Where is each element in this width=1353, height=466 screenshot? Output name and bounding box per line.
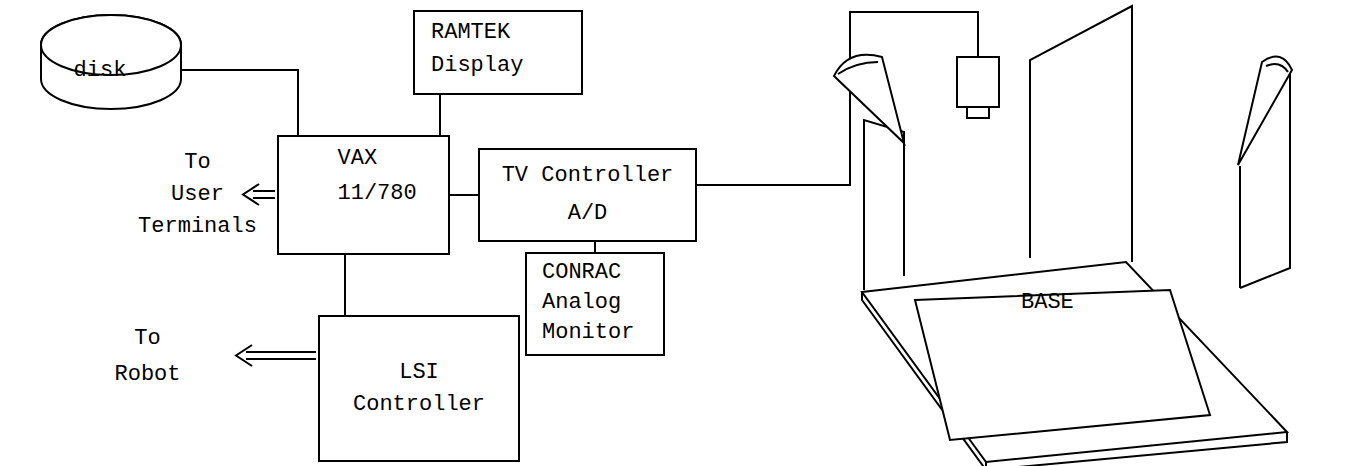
disk-drive: disk — [40, 13, 182, 113]
node-label: RAMTEK Display — [431, 16, 571, 82]
node-label: VAX 11/780 — [338, 141, 438, 211]
connector-line — [439, 95, 441, 135]
node-label: CONRAC Analog Monitor — [542, 258, 652, 348]
node-label: TV Controller A/D — [495, 157, 680, 233]
controller-box: TV Controller A/D — [478, 148, 697, 242]
lamp-rim — [1266, 64, 1288, 72]
computer-box: VAX 11/780 — [277, 135, 450, 255]
controller-box: LSI Controller — [318, 315, 520, 462]
base-area: BASE — [900, 285, 1215, 445]
double-arrow — [236, 345, 316, 366]
left-lamp — [834, 55, 904, 143]
camera-cable — [697, 12, 978, 185]
connector-line — [344, 255, 346, 315]
left-support — [864, 120, 904, 290]
camera-lens — [967, 107, 989, 118]
back-panel — [1030, 6, 1132, 262]
right-lamp — [1238, 57, 1292, 165]
base-platform — [862, 262, 1287, 462]
lamp-rim — [838, 62, 878, 74]
double-arrow — [243, 184, 275, 205]
node-label: BASE — [1021, 289, 1141, 317]
node-label: disk — [40, 57, 160, 85]
monitor-box: CONRAC Analog Monitor — [525, 252, 665, 356]
camera-body — [957, 57, 999, 107]
connector-line — [594, 242, 596, 252]
connector-line — [182, 70, 298, 135]
node-label: LSI Controller — [344, 357, 494, 421]
display-box: RAMTEK Display — [413, 10, 583, 95]
connector-line — [450, 194, 478, 196]
disk-side — [41, 15, 181, 109]
destination-label: To User Terminals — [135, 147, 260, 243]
destination-label: To Robot — [85, 321, 210, 393]
base-outline — [915, 290, 1210, 440]
